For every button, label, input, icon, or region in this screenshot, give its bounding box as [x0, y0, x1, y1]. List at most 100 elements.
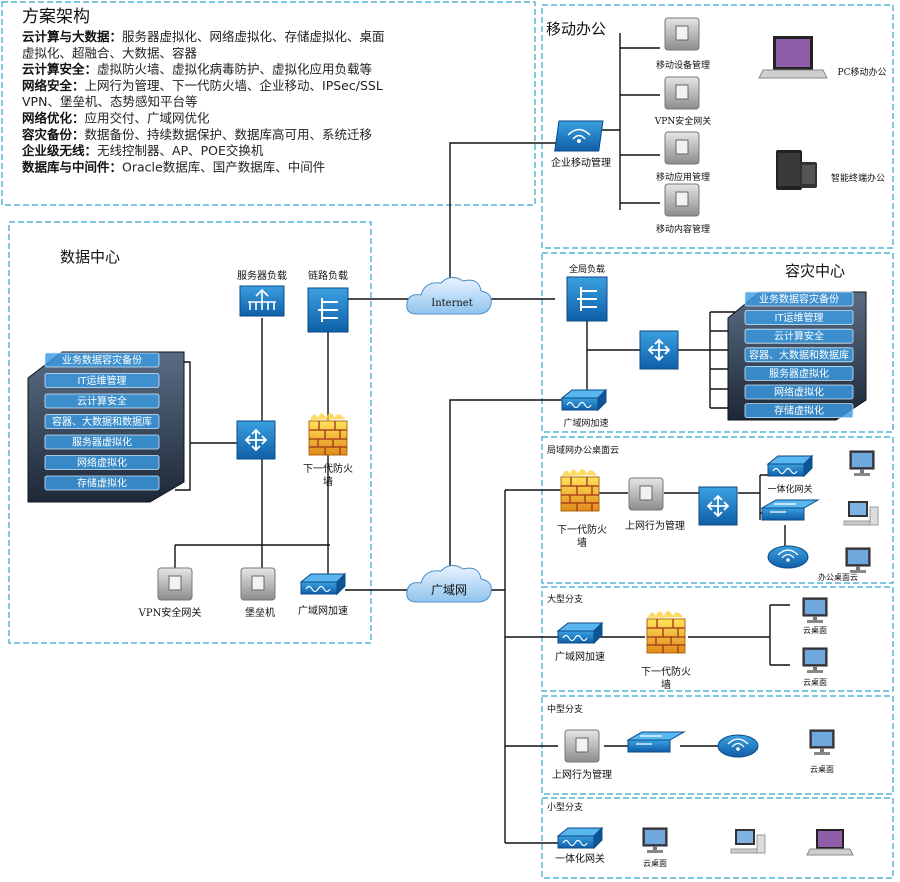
dc-core-switch-icon [236, 420, 276, 460]
dr-core-switch-icon [639, 330, 679, 370]
header-line: 网络优化：应用交付、广域网优化 [22, 111, 210, 126]
dc-firewall-label-1: 下一代防火 [303, 462, 353, 475]
bastion-icon [240, 567, 276, 601]
wan-label: 广域网 [431, 583, 467, 597]
dc-layer-bar [44, 434, 160, 450]
header-line: 网络安全：上网行为管理、下一代防火墙、企业移动、IPSec/SSL [22, 78, 383, 93]
header-line: 虚拟化、超融合、大数据、容器 [22, 45, 198, 60]
dr-layer-bar [744, 365, 854, 381]
lan-box [541, 436, 894, 584]
link-lb-label: 链路负载 [308, 269, 348, 282]
header-line: 企业级无线：无线控制器、AP、POE交换机 [21, 143, 264, 158]
header-line-value: 虚拟防火墙、虚拟化病毒防护、虚拟化应用负载等 [97, 62, 372, 77]
large-wan-acc-icon [557, 622, 603, 644]
mobile-vpn-label: VPN安全网关 [654, 115, 711, 127]
server-lb-icon [239, 285, 285, 317]
medium-title: 中型分支 [547, 703, 583, 715]
dc-firewall-label-2: 墙 [323, 475, 333, 488]
medium-behavior-label: 上网行为管理 [552, 768, 612, 781]
emm-label: 企业移动管理 [551, 156, 611, 169]
header-line-value: 上网行为管理、下一代防火墙、企业移动、IPSec/SSL [85, 78, 383, 93]
internet-label: Internet [431, 298, 472, 309]
header-line-key: 云计算安全： [22, 62, 97, 77]
medium-ap-icon [717, 734, 759, 758]
lan-title: 局域网办公桌面云 [547, 444, 619, 456]
lan-firewall-label-2: 墙 [577, 536, 587, 549]
large-desk-2-label: 云桌面 [803, 677, 827, 687]
dc-layer-label: 服务器虚拟化 [72, 436, 132, 449]
mcm-label: 移动内容管理 [656, 223, 710, 235]
wan-cloud-icon [406, 565, 492, 603]
dr-box [541, 252, 894, 433]
dc-layer-bar [44, 475, 160, 491]
dr-layer-label: 业务数据容灾备份 [759, 293, 839, 306]
header-line-value: 虚拟化、超融合、大数据、容器 [22, 45, 198, 60]
mobile-vpn-icon [664, 76, 700, 110]
mobile-title: 移动办公 [546, 20, 606, 38]
dc-layer-bar [44, 373, 160, 388]
dr-layer-label: 服务器虚拟化 [769, 367, 829, 380]
large-title: 大型分支 [547, 593, 583, 605]
header-line-key: 数据库与中间件： [21, 159, 122, 174]
lan-pc-icon [843, 500, 879, 526]
large-firewall-label-2: 墙 [661, 678, 671, 691]
header-line-value: 应用交付、广域网优化 [85, 111, 211, 126]
glb-icon [566, 276, 608, 322]
dc-layer-bar [44, 414, 160, 429]
glb-label: 全局负载 [569, 263, 605, 275]
header-line-key: 网络优化： [22, 111, 85, 126]
dr-layer-label: IT运维管理 [774, 311, 823, 324]
mdm-label: 移动设备管理 [656, 59, 710, 71]
dr-title: 容灾中心 [785, 262, 845, 280]
lan-behavior-label: 上网行为管理 [625, 519, 685, 532]
dc-layer-label: IT运维管理 [77, 374, 126, 387]
lan-ap-icon [767, 545, 809, 569]
header-line-key: 网络安全： [22, 78, 85, 93]
medium-desk-icon [809, 729, 835, 756]
header-line: VPN、堡垒机、态势感知平台等 [22, 94, 197, 109]
mobile-box [541, 4, 894, 249]
lan-behavior-icon [628, 477, 664, 511]
header-line-value: 服务器虚拟化、网络虚拟化、存储虚拟化、桌面 [122, 29, 385, 44]
small-title: 小型分支 [547, 801, 583, 813]
dr-layer-label: 云计算安全 [774, 330, 824, 343]
laptop-icon [758, 36, 828, 79]
header-line-key: 云计算与大数据： [22, 29, 122, 44]
dr-layer-bar [744, 347, 854, 363]
header-box [1, 1, 536, 206]
small-box [541, 797, 894, 879]
dc-layer-bar [44, 455, 160, 470]
large-desk-1-label: 云桌面 [803, 625, 827, 635]
dc-layer-label: 业务数据容灾备份 [62, 354, 142, 367]
mam-label: 移动应用管理 [656, 171, 710, 183]
lan-access-switch-icon [760, 499, 820, 521]
small-gateway-label: 一体化网关 [555, 852, 605, 865]
link-lb-icon [307, 287, 349, 333]
header-line-value: Oracle数据库、国产数据库、中间件 [122, 159, 325, 174]
dc-layer-bar [44, 352, 160, 368]
bastion-label: 堡垒机 [245, 606, 275, 619]
dr-layer-bar [744, 328, 854, 344]
dc-vpn-icon [157, 567, 193, 601]
emm-icon [554, 120, 604, 152]
large-firewall-label-1: 下一代防火 [641, 665, 691, 678]
dc-vpn-label: VPN安全网关 [138, 606, 202, 619]
dr-wan-acc-icon [561, 389, 607, 411]
vdi-label: 办公桌面云 [818, 572, 858, 582]
header-line-key: 容灾备份： [21, 127, 85, 142]
small-pc-icon [730, 828, 766, 854]
dr-layer-label: 网络虚拟化 [774, 386, 824, 399]
dc-wan-acc-icon [300, 573, 346, 595]
dr-layer-label: 容器、大数据和数据库 [749, 348, 849, 361]
mdm-icon [664, 17, 700, 51]
medium-behavior-icon [564, 729, 600, 763]
small-laptop-icon [806, 829, 854, 856]
dc-layer-label: 网络虚拟化 [77, 456, 127, 469]
smart-terminal-label: 智能终端办公 [831, 172, 885, 184]
lan-monitor-1-icon [849, 450, 875, 477]
large-box [541, 586, 894, 692]
lan-switch-icon [698, 486, 738, 526]
lan-firewall-icon [560, 468, 600, 512]
pc-mobile-label: PC移动办公 [838, 66, 887, 78]
